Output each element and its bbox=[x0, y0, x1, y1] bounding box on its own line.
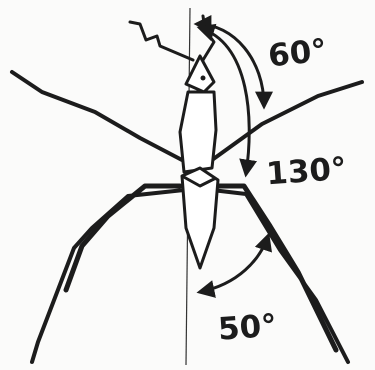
left-antenna bbox=[130, 22, 193, 60]
right-front-leg bbox=[212, 82, 362, 160]
right-antenna bbox=[203, 16, 214, 60]
left-front-leg bbox=[12, 72, 182, 160]
angle-label-60: 60° bbox=[266, 32, 328, 74]
insect-thorax bbox=[180, 92, 216, 172]
angle-arc-50 bbox=[200, 236, 268, 292]
angle-label-50: 50° bbox=[217, 308, 278, 348]
insect-head bbox=[186, 56, 214, 92]
insect-eye bbox=[201, 76, 206, 81]
left-hind-leg bbox=[32, 190, 184, 362]
angle-label-130: 130° bbox=[265, 151, 348, 193]
